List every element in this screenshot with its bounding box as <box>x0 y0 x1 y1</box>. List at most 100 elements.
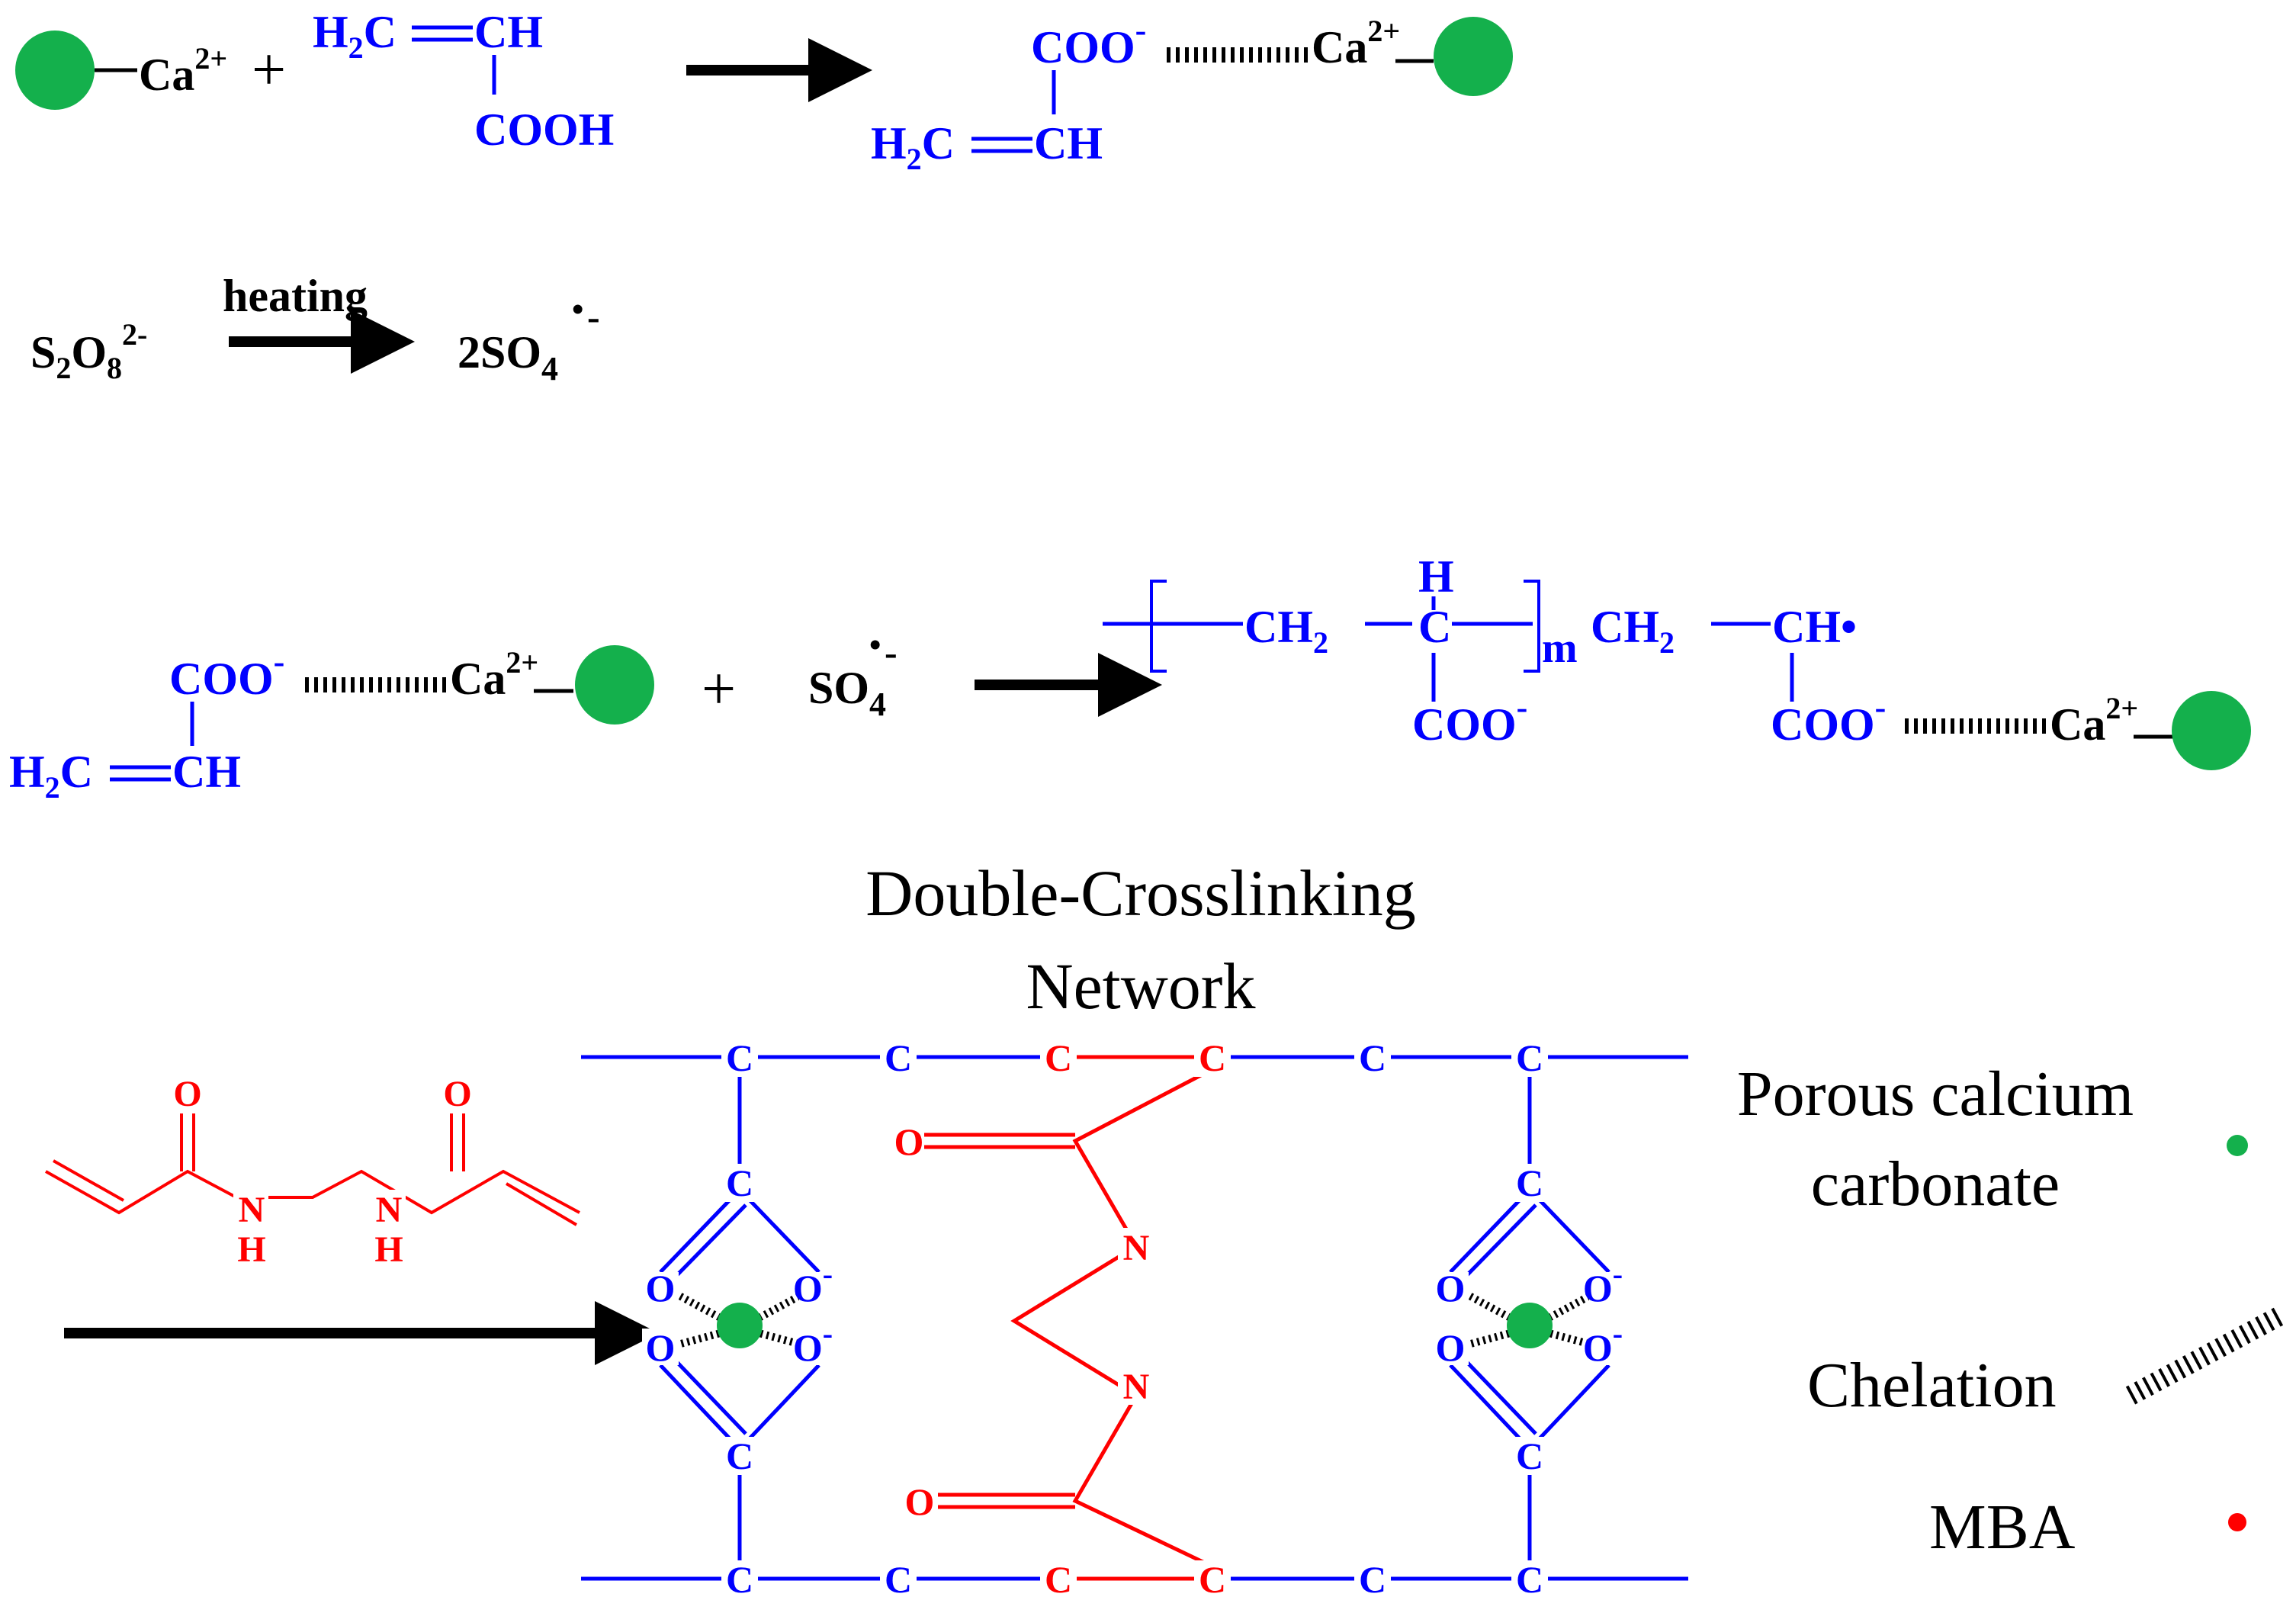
svg-text:Ca2+: Ca2+ <box>139 41 227 100</box>
calcium-particle <box>575 645 654 725</box>
chelation-bond <box>1457 1287 1518 1325</box>
carbon-atom: C <box>1199 1558 1226 1601</box>
anion-charge: - <box>823 1257 833 1291</box>
svg-text:S2O82-: S2O82- <box>31 317 147 385</box>
mba-double-bond <box>53 1159 124 1202</box>
mba-skeleton <box>45 1169 580 1215</box>
repeat-bracket-right <box>1524 580 1540 673</box>
anion-charge: - <box>1613 1316 1623 1351</box>
chain-ch2: CH <box>1591 602 1659 652</box>
chain-coo-charge: - <box>1517 689 1528 726</box>
product-c: C <box>922 118 955 169</box>
product-calcium-charge: 2+ <box>1367 14 1400 48</box>
product-calcium: Ca <box>1312 22 1367 72</box>
legend-mba-swatch <box>2228 1513 2246 1531</box>
persulfate-s: S <box>31 327 56 378</box>
carbon-atom: C <box>726 1162 753 1204</box>
mba-nitrogen: N <box>376 1190 403 1230</box>
calcium-particle <box>2172 691 2251 770</box>
chain-h: H <box>1418 551 1454 602</box>
product-coo-charge: - <box>1135 11 1147 49</box>
persulfate-charge: 2- <box>122 317 147 352</box>
legend-calcium-swatch <box>2227 1135 2248 1156</box>
product-coo: COO <box>1031 22 1135 72</box>
mba-hydrogen: H <box>237 1229 265 1270</box>
mba-oxygen: O <box>443 1074 471 1114</box>
plus-sign: + <box>702 656 736 723</box>
mba-oxygen: O <box>905 1480 935 1523</box>
legend-calcium-label: carbonate <box>1811 1149 2060 1219</box>
svg-text:Ca2+: Ca2+ <box>2050 691 2138 750</box>
carbon-atom: C <box>1516 1162 1543 1204</box>
acrylic-cooh: COOH <box>474 104 614 155</box>
chain-ch2-sub: 2 <box>1659 625 1675 660</box>
chain-calcium-charge: 2+ <box>2105 691 2138 725</box>
chelation-bond <box>667 1287 728 1325</box>
svg-text:COO-: COO- <box>1031 11 1146 72</box>
label-backdrop <box>1118 1367 1153 1405</box>
svg-text:2SO4: 2SO4 <box>458 327 558 387</box>
svg-text:CH2: CH2 <box>1591 602 1675 660</box>
reaction-3: COO- Ca2+ H2C CH + SO4 • - CH2 H C <box>9 551 2251 805</box>
svg-text:O-: O- <box>1583 1257 1623 1309</box>
network-title: Double-Crosslinking <box>865 856 1415 930</box>
oxygen-atom: O <box>646 1326 676 1369</box>
calcium-label: Ca <box>139 50 194 100</box>
carboxylate-double-bond <box>1461 1203 1537 1281</box>
chain-coo: COO <box>1771 699 1875 750</box>
carbon-atom: C <box>885 1558 912 1601</box>
reactant-c: C <box>60 747 93 797</box>
mba-oxygen: O <box>173 1074 201 1114</box>
mba-nitrogen: N <box>239 1190 265 1230</box>
acrylic-ch: CH <box>474 7 543 57</box>
chain-coo: COO <box>1412 699 1517 750</box>
chain-ch2-sub: 2 <box>1313 625 1328 660</box>
svg-text:SO4: SO4 <box>808 663 886 723</box>
acrylic-h: H <box>313 7 348 57</box>
calcium-particle <box>1434 17 1513 96</box>
legend-chelation-swatch <box>2125 1306 2287 1405</box>
svg-text:O-: O- <box>793 1316 833 1369</box>
network-structure: C C C C C C C C C C C C C C C C O O- O O… <box>581 1036 1688 1601</box>
heating-condition: heating <box>223 271 368 321</box>
network-title: Network <box>1026 949 1256 1023</box>
svg-text:CH2: CH2 <box>1244 602 1328 660</box>
persulfate-o-sub: 8 <box>107 351 122 385</box>
product-h: H <box>871 118 907 169</box>
sulfate-radical-sub: 4 <box>869 686 886 723</box>
svg-text:COO-: COO- <box>1412 689 1527 750</box>
repeat-unit-m: m <box>1542 625 1578 672</box>
chelation-bond <box>1541 1287 1602 1325</box>
carboxylate-double-bond <box>1461 1356 1537 1435</box>
sulfate-radical: SO <box>808 663 869 713</box>
label-backdrop <box>233 1190 268 1228</box>
sulfate-radical-sub: 4 <box>541 350 558 387</box>
carbon-atom: C <box>1516 1036 1543 1079</box>
mba-hydrogen: H <box>374 1229 403 1270</box>
oxygen-atom: O <box>646 1267 676 1309</box>
oxygen-anion: O <box>1583 1267 1613 1309</box>
oxygen-anion: O <box>793 1267 823 1309</box>
atom-backdrops <box>642 1039 1632 1599</box>
calcium-particle <box>717 1303 763 1348</box>
chain-ch2: CH <box>1244 602 1313 652</box>
reactant-calcium: Ca <box>450 654 506 704</box>
reactant-h: H <box>9 747 45 797</box>
mba-nitrogen: N <box>1123 1228 1150 1268</box>
chain-c: C <box>1418 602 1451 652</box>
chelation-bond <box>751 1287 812 1325</box>
product-h-sub: 2 <box>907 142 922 176</box>
svg-text:COO-: COO- <box>169 643 284 704</box>
carbon-atom: C <box>1359 1036 1386 1079</box>
carbon-atom: C <box>1045 1036 1072 1079</box>
legend-mba-label: MBA <box>1929 1492 2076 1563</box>
anion-charge: - <box>823 1316 833 1351</box>
oxygen-anion: O <box>793 1326 823 1369</box>
mba-crosslink <box>1010 1067 1214 1569</box>
label-backdrop <box>371 1190 406 1228</box>
svg-text:O-: O- <box>793 1257 833 1309</box>
calcium-charge: 2+ <box>194 41 227 76</box>
radical-dot: • <box>572 291 583 328</box>
acrylic-c: C <box>364 7 397 57</box>
reactant-ch: CH <box>172 747 241 797</box>
